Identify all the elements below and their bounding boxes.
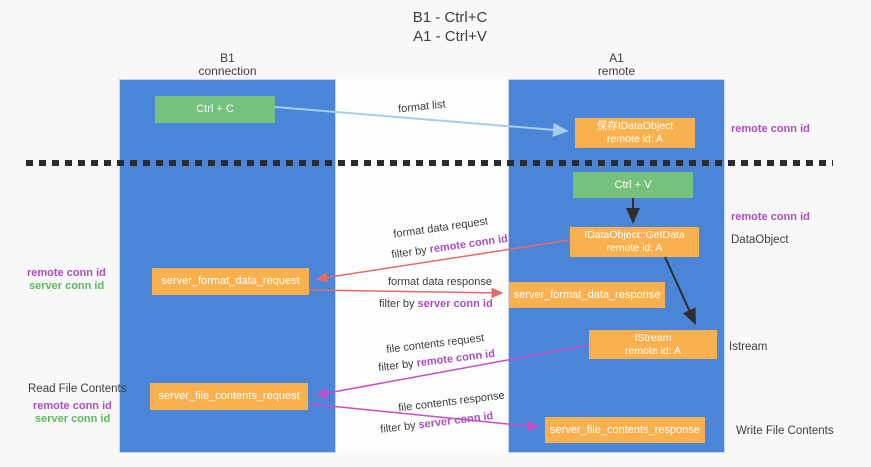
istream-line2: remote id: A: [624, 344, 682, 357]
annotation-dataobject: DataObject: [731, 234, 789, 246]
node-ctrl-v: Ctrl + V: [573, 172, 693, 198]
title-line-1: B1 - Ctrl+C: [412, 9, 488, 26]
title-line-2: A1 - Ctrl+V: [413, 28, 487, 45]
annotation-remote-conn-id-mid: remote conn id: [731, 211, 810, 223]
annotation-write-file-contents: Write File Contents: [736, 425, 834, 437]
a1-subtitle: remote: [597, 64, 636, 78]
node-save-idataobject: 保存IDataObject remote id: A: [575, 118, 695, 148]
annotation-read-remote-conn-id: remote conn id: [33, 400, 112, 412]
save-idataobject-line1: 保存IDataObject: [596, 120, 674, 132]
node-ctrl-c: Ctrl + C: [155, 96, 275, 123]
a1-name: A1: [609, 51, 624, 65]
file-request-label: server_file_contents_request: [158, 390, 300, 402]
annotation-left-server-conn-id: server conn id: [29, 280, 105, 292]
node-server-file-contents-response: server_file_contents_response: [545, 417, 705, 443]
b1-name: B1: [220, 51, 235, 65]
node-idataobject-getdata: IDataObject::GetData remote id: A: [570, 227, 699, 257]
server-conn-id-text: server conn id: [417, 298, 493, 310]
annotation-read-file-contents: Read File Contents: [28, 383, 127, 395]
column-header-b1: B1 connection: [119, 52, 336, 78]
istream-line1: IStream: [634, 331, 672, 344]
annotation-left-remote-conn-id: remote conn id: [27, 267, 106, 279]
ctrl-c-label: Ctrl + C: [196, 103, 234, 115]
diagram-title: B1 - Ctrl+C A1 - Ctrl+V: [300, 8, 600, 46]
b1-subtitle: connection: [198, 64, 257, 78]
format-response-label: server_format_data_response: [513, 288, 661, 301]
file-response-label: server_file_contents_response: [550, 423, 700, 436]
annotation-read-server-conn-id: server conn id: [35, 413, 111, 425]
annotation-istream: Istream: [729, 341, 768, 353]
getdata-line2: remote id: A: [606, 242, 663, 254]
column-header-a1: A1 remote: [508, 52, 725, 78]
node-istream: IStream remote id: A: [589, 330, 717, 359]
getdata-line1: IDataObject::GetData: [584, 229, 685, 241]
node-server-format-data-request: server_format_data_request: [152, 268, 309, 295]
annotation-remote-conn-id-top: remote conn id: [731, 123, 810, 135]
filter-by-text: filter by: [379, 298, 415, 310]
dashed-divider: [26, 160, 833, 166]
label-format-data-response: format data response: [388, 276, 492, 288]
save-idataobject-line2: remote id: A: [606, 133, 664, 145]
ctrl-v-label: Ctrl + V: [614, 178, 652, 191]
node-server-file-contents-request: server_file_contents_request: [150, 383, 308, 410]
format-request-label: server_format_data_request: [161, 275, 300, 287]
node-server-format-data-response: server_format_data_response: [509, 282, 665, 308]
